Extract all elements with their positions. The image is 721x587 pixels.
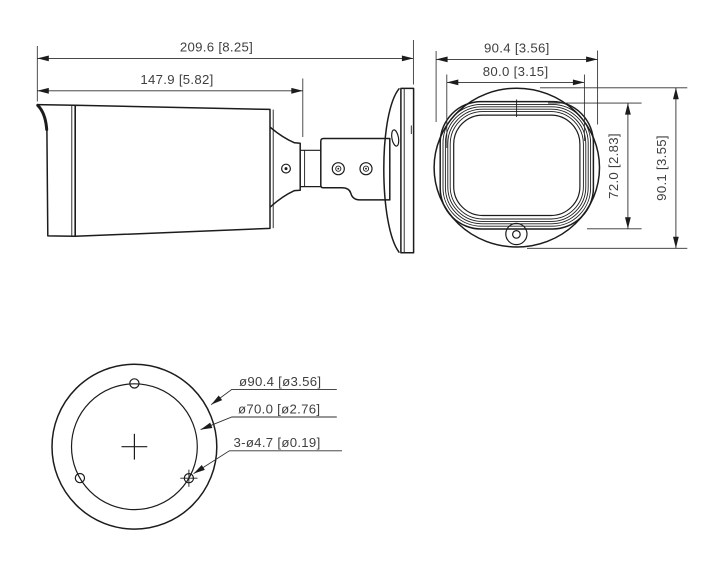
bottom-view: ø90.4 [ø3.56] ø70.0 [ø2.76] 3-ø4.7 [ø0.1… bbox=[51, 363, 342, 530]
base-plate bbox=[400, 87, 415, 254]
callout-bolt-circle-diameter: ø70.0 [ø2.76] bbox=[200, 401, 337, 431]
rear-knuckle bbox=[269, 126, 301, 208]
dimension-body-length: 147.9 [5.82] bbox=[37, 72, 304, 137]
bracket-neck bbox=[300, 149, 321, 188]
side-view: 209.6 [8.25] 147.9 [5.82] bbox=[36, 40, 415, 254]
base-outer-circle bbox=[51, 363, 218, 530]
body-length-label: 147.9 [5.82] bbox=[140, 72, 213, 87]
base-cable-hole bbox=[391, 129, 400, 147]
base-height-label: 90.1 [3.55] bbox=[654, 135, 669, 201]
base-dome bbox=[383, 88, 400, 253]
bracket-arm bbox=[320, 137, 391, 201]
dimension-base-width: 90.4 [3.56] bbox=[435, 41, 599, 125]
outer-diameter-label: ø90.4 [ø3.56] bbox=[239, 374, 321, 389]
mounting-hole-left bbox=[74, 472, 86, 484]
center-mark bbox=[121, 433, 148, 460]
dimension-face-height: 72.0 [2.83] bbox=[548, 102, 642, 230]
bolt-circle-diameter-label: ø70.0 [ø2.76] bbox=[238, 401, 320, 416]
camera-sunshield bbox=[36, 103, 76, 238]
face-height-label: 72.0 [2.83] bbox=[606, 133, 621, 199]
camera-body bbox=[74, 104, 271, 238]
bottom-screw-boss bbox=[505, 222, 528, 246]
sunshield-lip bbox=[36, 103, 49, 131]
bracket-arm-screw-right bbox=[359, 162, 373, 176]
callout-mounting-holes: 3-ø4.7 [ø0.19] bbox=[193, 435, 342, 474]
knuckle-screw bbox=[281, 163, 292, 174]
front-view: 90.4 [3.56] 80.0 [3.15] 72.0 [2.83] 90.1… bbox=[433, 41, 688, 249]
mounting-hole-top bbox=[129, 378, 140, 389]
dimension-overall-length: 209.6 [8.25] bbox=[36, 40, 414, 102]
mounting-holes-label: 3-ø4.7 [ø0.19] bbox=[234, 435, 321, 450]
base-outline-circle bbox=[433, 87, 601, 248]
dimension-base-height: 90.1 [3.55] bbox=[527, 87, 688, 249]
face-width-label: 80.0 [3.15] bbox=[483, 64, 549, 79]
bolt-circle bbox=[70, 383, 198, 511]
dimension-face-width: 80.0 [3.15] bbox=[446, 64, 585, 148]
overall-length-label: 209.6 [8.25] bbox=[180, 40, 253, 55]
bracket-arm-screw-left bbox=[331, 162, 345, 176]
callout-outer-diameter: ø90.4 [ø3.56] bbox=[210, 374, 337, 405]
knuckle-screw-center bbox=[284, 167, 288, 171]
mounting-hole-right-crosshair bbox=[180, 469, 198, 487]
camera-face bbox=[439, 99, 595, 230]
base-width-label: 90.4 [3.56] bbox=[484, 41, 550, 56]
